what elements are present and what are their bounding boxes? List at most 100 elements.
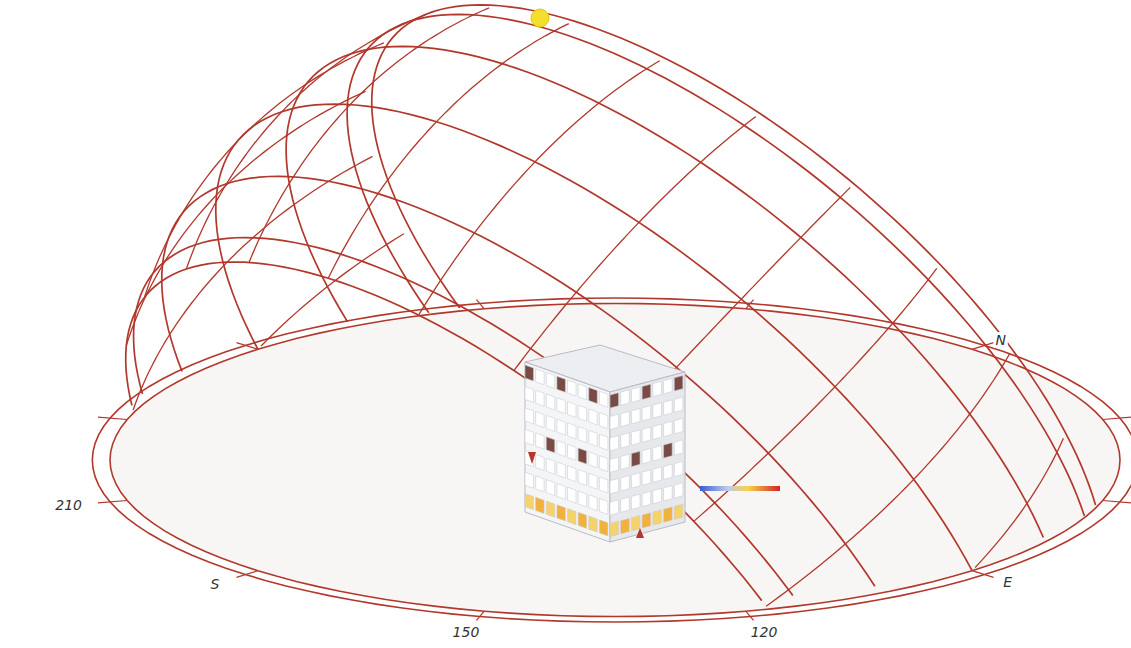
hour-line [328,24,569,279]
window-cell [621,518,630,533]
window-cell [610,478,619,493]
window-cell [578,512,587,528]
window-cell [631,430,640,445]
window-cell [568,487,577,503]
color-scale-bar [700,486,780,491]
building-model [525,345,780,542]
window-cell [653,467,662,482]
window-cell [653,510,662,525]
window-cell [578,384,587,400]
window-cell [589,430,598,446]
window-cell [664,421,673,436]
azimuth-tick [972,571,993,578]
window-cell [610,457,619,472]
window-cell [589,473,598,489]
building-face [610,372,685,542]
hour-line [514,117,756,371]
hour-line [261,234,404,346]
window-cell [536,369,545,385]
window-cell [525,365,534,381]
window-cell [546,480,555,496]
window-cell [568,466,577,482]
azimuth-tick [972,343,993,350]
azimuth-tick [1103,417,1131,419]
window-cell [536,433,545,449]
azimuth-label: S [209,576,222,592]
hour-line [694,268,937,521]
window-cell [599,391,608,407]
window-cell [642,384,651,399]
window-cell [525,472,534,488]
daily-sun-path [347,14,1084,516]
window-cell [610,414,619,429]
azimuth-label: N [993,332,1007,348]
azimuth-tick [476,300,484,309]
window-cell [621,433,630,448]
window-cell [631,494,640,509]
window-cell [568,401,577,417]
window-cell [599,520,608,536]
window-cell [631,516,640,531]
window-cell [599,498,608,514]
hour-line [126,91,365,345]
azimuth-tick [1103,501,1131,503]
window-cell [653,488,662,503]
window-cell [674,440,683,455]
window-cell [664,400,673,415]
window-cell [578,491,587,507]
window-cell [631,473,640,488]
azimuth-label: 210 [53,497,84,513]
window-cell [546,501,555,517]
hour-line [186,14,426,269]
window-cell [589,452,598,468]
window-cell [631,387,640,402]
window-cell [642,448,651,463]
window-cell [621,390,630,405]
window-cell [557,398,566,414]
window-cell [557,441,566,457]
window-cell [589,516,598,532]
window-cell [642,427,651,442]
horizon-ring [92,298,1131,622]
sun-path-lines [126,5,1096,606]
window-cell [536,497,545,513]
window-cell [546,415,555,431]
window-cell [664,507,673,522]
window-cell [631,451,640,466]
azimuth-label: 120 [749,624,780,640]
window-cell [610,436,619,451]
azimuth-tick [98,501,127,503]
window-cell [568,423,577,439]
window-cell [568,444,577,460]
window-cell [578,405,587,421]
hour-line [419,61,660,315]
window-cell [653,381,662,396]
daily-sun-path [372,5,1096,505]
window-cell [642,470,651,485]
window-cell [610,393,619,408]
building-face [525,362,610,542]
window-cell [599,477,608,493]
window-cell [557,376,566,392]
azimuth-label: 150 [451,624,482,640]
horizon-circle [110,303,1120,616]
window-cell [599,456,608,472]
window-cell [621,497,630,512]
window-cell [674,504,683,519]
window-cell [674,376,683,391]
horizon-circle [92,298,1131,622]
window-cell [557,462,566,478]
window-cell [557,483,566,499]
azimuth-tick [746,611,754,620]
window-cell [599,434,608,450]
azimuth-label: E [1001,574,1014,590]
window-cell [664,486,673,501]
azimuth-tick [236,571,257,578]
azimuth-tick [98,417,127,419]
window-cell [664,443,673,458]
window-cell [631,408,640,423]
window-cell [674,418,683,433]
window-cell [664,378,673,393]
window-cell [674,397,683,412]
